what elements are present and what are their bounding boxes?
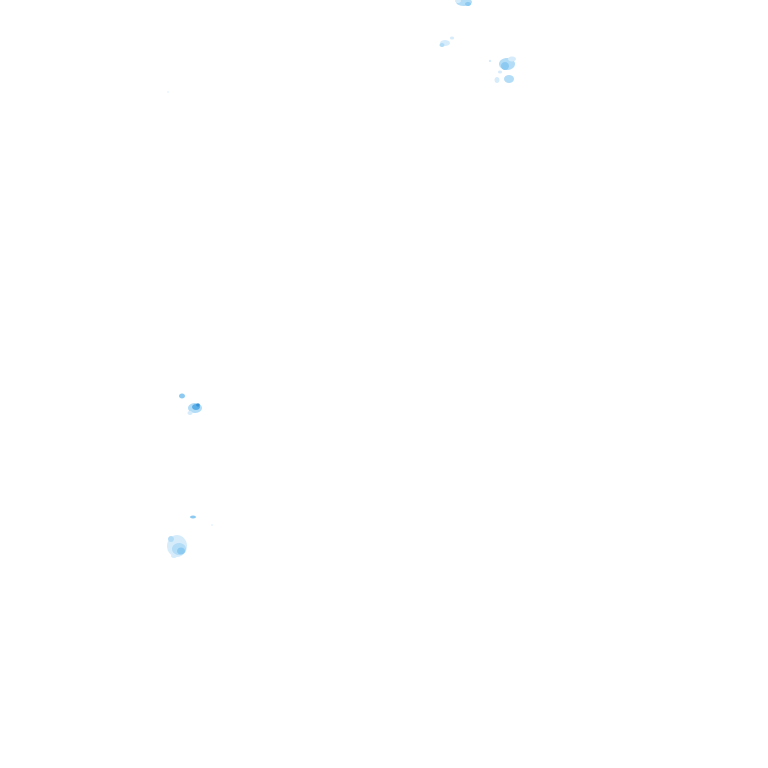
echo-cell [439,43,445,47]
echo-cluster-west-lower [167,535,187,558]
echo-cell [450,36,454,40]
echo-cell [187,411,193,415]
echo-speck [167,91,169,93]
echo-cell [196,403,200,407]
echo-cluster-north-east [488,56,516,83]
echo-cell [179,393,185,399]
echo-cell [498,70,502,74]
echo-cell [182,540,186,544]
echo-cell [508,56,516,62]
echo-cell [171,554,177,558]
echo-cell [488,59,492,63]
echo-cell [465,2,471,6]
echo-cell [494,77,500,83]
echo-cell [177,547,185,555]
echo-cell [501,62,509,70]
echo-cluster-west-middle [179,393,202,415]
echo-cluster-west-lower-speck [190,515,213,526]
echo-cell [211,524,213,526]
echo-cluster-north-edge [455,0,472,6]
echo-cell [168,536,174,542]
echo-cell [455,0,461,3]
echo-cell [504,75,514,83]
echo-cell [190,515,196,519]
echo-cluster-north-small [439,36,454,47]
